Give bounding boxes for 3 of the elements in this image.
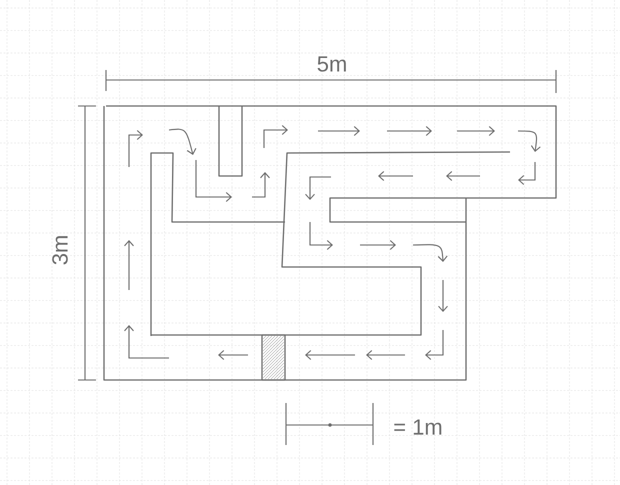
dimension-label: 5m (318, 56, 346, 72)
dimension-label: 3m (52, 236, 68, 264)
scale-label: = 1m (394, 419, 442, 435)
